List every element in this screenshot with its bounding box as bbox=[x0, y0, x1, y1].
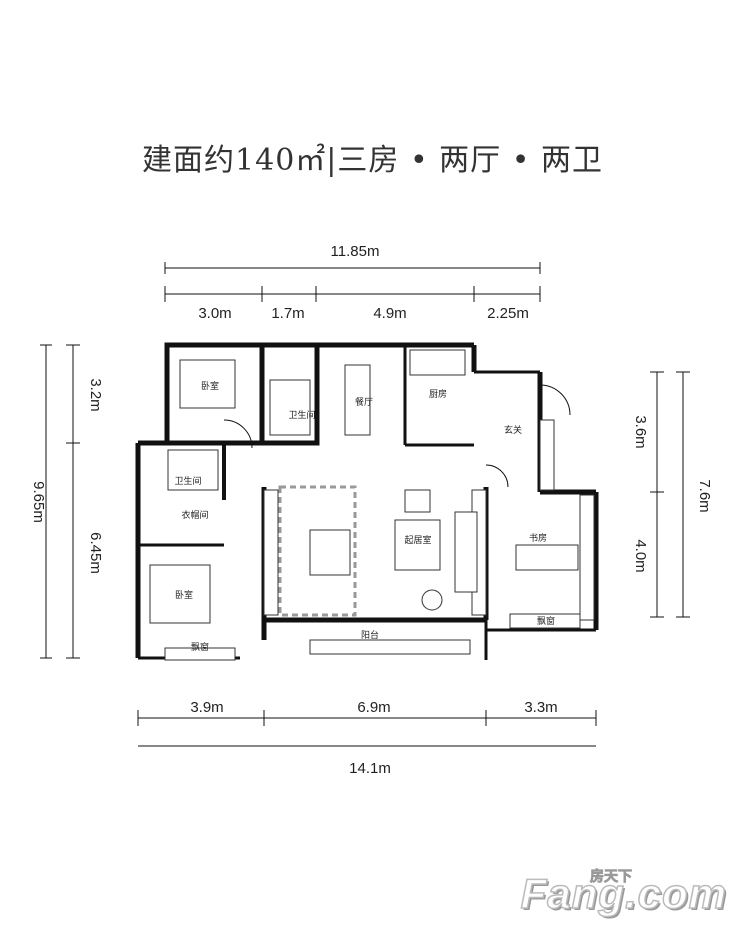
sofa bbox=[454, 511, 478, 593]
study-desk bbox=[515, 544, 579, 571]
label-entrance: 玄关 bbox=[504, 424, 522, 436]
armchair bbox=[404, 489, 431, 513]
bath-fixtures-top bbox=[269, 379, 311, 436]
label-kitchen: 厨房 bbox=[429, 388, 447, 400]
dim-right-seg-2: 4.0m bbox=[632, 539, 649, 572]
room-labels: 卧室 卫生间 餐厅 厨房 玄关 卫生间 衣帽间 卧室 起居室 书房 阳台 飘窗 … bbox=[174, 380, 555, 653]
round-chair bbox=[421, 589, 443, 611]
label-closet: 衣帽间 bbox=[181, 509, 208, 521]
dim-bottom-seg-3: 3.3m bbox=[524, 699, 557, 716]
dim-top-seg-4: 2.25m bbox=[487, 305, 529, 322]
label-bay-window-left: 飘窗 bbox=[191, 641, 209, 653]
doors bbox=[223, 384, 571, 488]
plan-title: 建面约140㎡|三房 • 两厅 • 两卫 bbox=[142, 143, 603, 178]
label-study: 书房 bbox=[529, 532, 547, 544]
dining-table bbox=[344, 364, 371, 436]
right-dimension-group: 3.6m 4.0m 7.6m bbox=[632, 371, 713, 618]
windows bbox=[164, 419, 595, 661]
left-dimension-group: 9.65m 3.2m 6.45m bbox=[30, 344, 104, 659]
dim-right-total: 7.6m bbox=[696, 479, 713, 512]
top-dimension-group: 11.85m 3.0m 1.7m 4.9m 2.25m bbox=[164, 243, 541, 322]
dim-bottom-seg-1: 3.9m bbox=[190, 699, 223, 716]
furniture bbox=[149, 349, 579, 624]
dim-left-seg-1: 3.2m bbox=[87, 378, 104, 411]
label-bedroom-top: 卧室 bbox=[201, 380, 219, 392]
label-bath-left: 卫生间 bbox=[174, 475, 201, 487]
dashed-zone bbox=[278, 485, 357, 617]
watermark-cn: 房天下 bbox=[590, 869, 633, 886]
dim-left-total: 9.65m bbox=[30, 481, 47, 523]
dim-top-seg-2: 1.7m bbox=[271, 305, 304, 322]
watermark: 房天下 Fang.com bbox=[520, 869, 727, 918]
tv-desk bbox=[309, 529, 351, 576]
label-living: 起居室 bbox=[404, 534, 431, 546]
dim-right-seg-1: 3.6m bbox=[632, 415, 649, 448]
label-bedroom-bottom: 卧室 bbox=[175, 589, 193, 601]
dim-top-seg-1: 3.0m bbox=[198, 305, 231, 322]
dim-left-seg-2: 6.45m bbox=[87, 532, 104, 574]
bed-bottom bbox=[149, 564, 211, 624]
label-bath-top: 卫生间 bbox=[288, 409, 315, 421]
label-balcony: 阳台 bbox=[361, 629, 379, 641]
dim-bottom-seg-2: 6.9m bbox=[357, 699, 390, 716]
dim-top-total: 11.85m bbox=[331, 243, 380, 260]
watermark-logo: Fang.com bbox=[520, 869, 727, 918]
label-bay-window-right: 飘窗 bbox=[537, 615, 555, 627]
bed-top bbox=[179, 359, 236, 409]
dim-bottom-total: 14.1m bbox=[349, 760, 391, 777]
label-dining: 餐厅 bbox=[355, 396, 373, 408]
coffee-table bbox=[394, 519, 441, 571]
bottom-dimension-group: 3.9m 6.9m 3.3m 14.1m bbox=[137, 699, 597, 777]
kitchen-counter bbox=[409, 349, 466, 376]
dim-top-seg-3: 4.9m bbox=[373, 305, 406, 322]
vanity bbox=[167, 449, 219, 491]
